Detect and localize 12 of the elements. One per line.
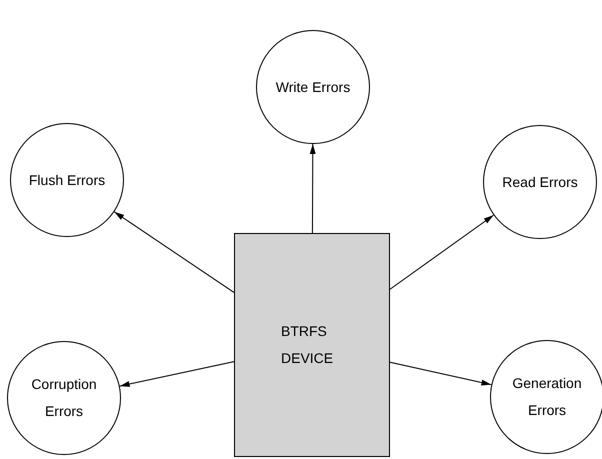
node-label: Corruption Errors [30,375,98,421]
arrow [114,211,234,293]
node-label: Write Errors [274,78,352,97]
device-box [234,233,390,457]
arrow [390,214,494,290]
node-label: Read Errors [501,172,579,192]
arrow [119,361,234,387]
node-label: Generation Errors [511,374,583,420]
node-label: Flush Errors [28,170,106,190]
arrow [310,144,316,234]
node-label: BTRFS DEVICE [281,322,334,368]
arrow [390,362,492,386]
